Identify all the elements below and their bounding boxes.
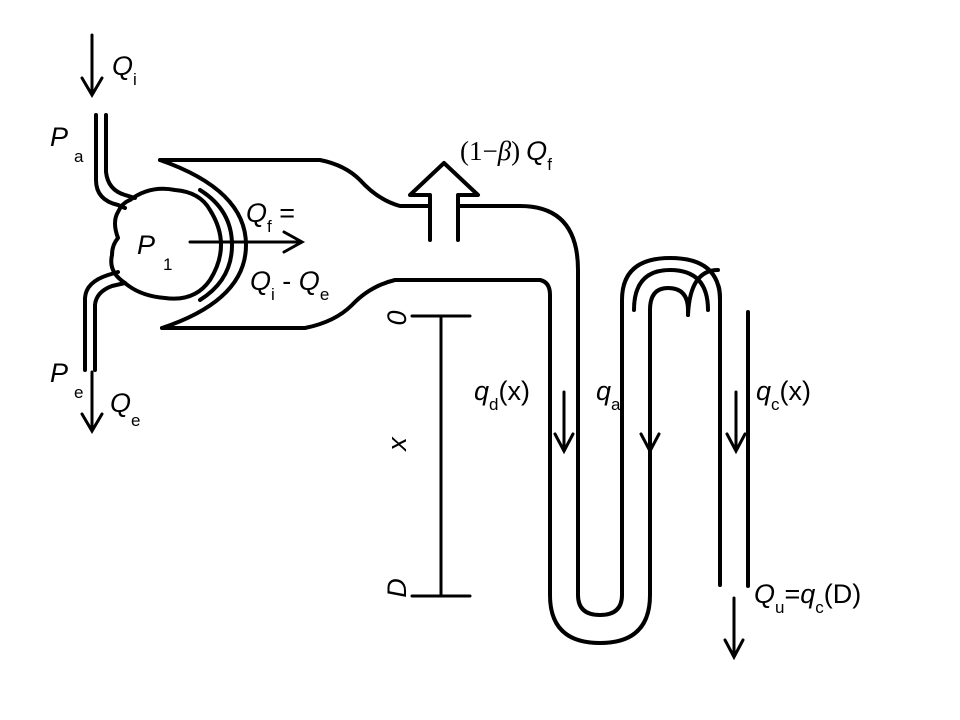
depth-label-top: 0 (382, 310, 412, 325)
inlet-flow-arrow (80, 33, 104, 98)
outlet-flow-arrow (80, 370, 104, 434)
qu-flow-arrow (723, 596, 745, 661)
depth-scale (410, 314, 472, 598)
qa-flow-arrow (639, 390, 661, 455)
filtrate-flow-arrow (188, 230, 306, 254)
depth-label-bottom: D (382, 578, 412, 598)
label-pe: Pe (50, 358, 83, 402)
label-pa: Pa (50, 122, 84, 166)
label-qd: qd(x) (474, 376, 530, 414)
separator-housing (158, 158, 542, 330)
bypass-hollow-arrow (408, 161, 480, 242)
label-qi: Qi (112, 51, 137, 89)
label-p1: P1 (137, 230, 172, 274)
serpentine-outline (575, 250, 755, 650)
label-qi-minus-qe: Qi - Qe (250, 266, 329, 304)
serpentine-tube (456, 204, 750, 645)
depth-label-x: x (382, 436, 412, 453)
label-qa: qa (596, 376, 621, 414)
label-qf-equals: Qf = (246, 198, 295, 236)
qd-flow-arrow (553, 390, 575, 455)
inlet-tube (94, 113, 137, 210)
label-bypass-flow: (1−β)Qf (460, 136, 552, 174)
chamber-p1 (109, 186, 223, 301)
qc-flow-arrow (725, 390, 747, 455)
label-qe: Qe (110, 388, 140, 430)
label-qc: qc(x) (756, 376, 811, 414)
label-qu: Qu=qc(D) (754, 579, 861, 617)
outlet-tube (83, 270, 127, 372)
